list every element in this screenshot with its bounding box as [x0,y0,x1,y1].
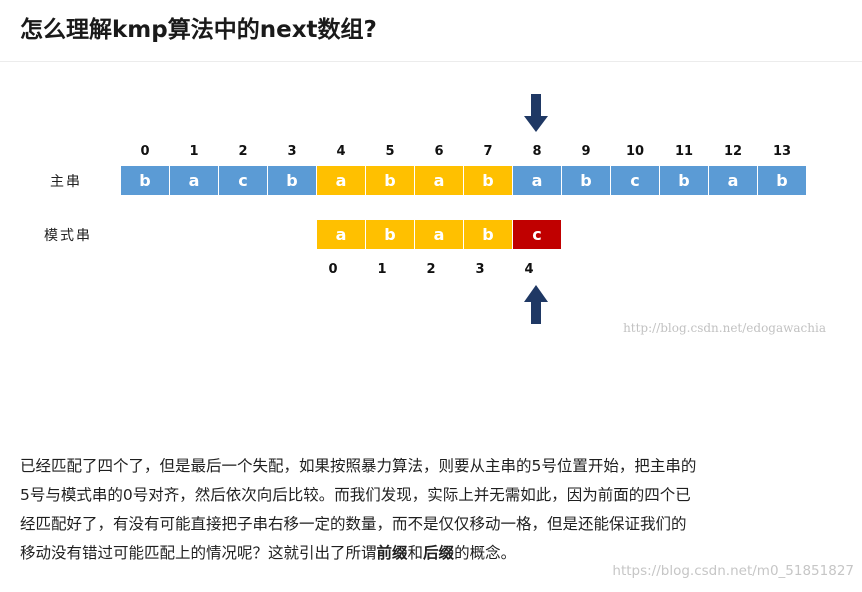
main-index-label: 6 [434,144,443,159]
main-index-label: 11 [675,144,693,159]
main-cell [660,166,708,195]
main-index-label: 9 [581,144,590,159]
main-index-label: 3 [287,144,296,159]
main-cell-char: b [776,171,787,190]
main-cell-char: a [189,171,200,190]
main-index-label: 1 [189,144,198,159]
figure-watermark: http://blog.csdn.net/edogawachia [623,321,826,335]
main-index-label: 4 [336,144,345,159]
main-cell-char: b [384,171,395,190]
main-cell-char: b [482,171,493,190]
pattern-index-label: 0 [328,262,337,277]
main-index-label: 7 [483,144,492,159]
main-cell [121,166,169,195]
pattern-cell [317,220,365,249]
main-cell-char: a [434,171,445,190]
main-cell-char: b [580,171,591,190]
paragraph-line-2: 5号与模式串的0号对齐，然后依次向后比较。而我们发现，实际上并无需如此，因为前面… [20,486,691,504]
main-cell-char: c [238,171,247,190]
pattern-string-label: 模式串 [44,228,92,244]
main-cell [758,166,806,195]
main-index-label: 2 [238,144,247,159]
main-cell [464,166,512,195]
pattern-index-label: 4 [524,262,533,277]
page-watermark: https://blog.csdn.net/m0_51851827 [612,563,854,579]
main-cell [366,166,414,195]
main-cell-char: a [532,171,543,190]
main-string-label: 主串 [50,174,82,190]
pattern-cell [513,220,561,249]
main-index-label: 0 [140,144,149,159]
paragraph-line-4-end: 的概念。 [454,544,517,562]
explanation-paragraph: 已经匹配了四个了，但是最后一个失配，如果按照暴力算法，则要从主串的5号位置开始，… [20,452,845,568]
article-title: 怎么理解kmp算法中的next数组? [20,17,377,43]
pattern-cell-char: b [384,225,395,244]
main-cell [513,166,561,195]
main-index-label: 13 [773,144,791,159]
main-cell-char: a [336,171,347,190]
pattern-cell-char: c [532,225,541,244]
pattern-cell [464,220,512,249]
main-index-label: 8 [532,144,541,159]
main-cell [268,166,316,195]
suffix-term: 后缀 [423,544,455,562]
main-cell [562,166,610,195]
paragraph-line-1: 已经匹配了四个了，但是最后一个失配，如果按照暴力算法，则要从主串的5号位置开始，… [20,457,697,475]
main-cell-char: a [728,171,739,190]
paragraph-line-3: 经匹配好了，有没有可能直接把子串右移一定的数量，而不是仅仅移动一格，但是还能保证… [20,515,687,533]
pattern-cell-char: b [482,225,493,244]
main-cell [170,166,218,195]
main-cell [219,166,267,195]
paragraph-line-4: 移动没有错过可能匹配上的情况呢？这就引出了所谓 [20,544,377,562]
main-cell [317,166,365,195]
pattern-cell [415,220,463,249]
main-index-label: 10 [626,144,644,159]
main-cell-char: b [139,171,150,190]
pattern-cell-char: a [336,225,347,244]
pattern-index-label: 3 [475,262,484,277]
main-index-label: 12 [724,144,742,159]
pattern-cell-char: a [434,225,445,244]
down-arrow-icon [524,94,548,132]
title-divider [0,61,862,62]
and-word: 和 [407,544,424,562]
up-arrow-icon [524,285,548,324]
main-cell-char: b [286,171,297,190]
main-cell-char: c [630,171,639,190]
main-index-label: 5 [385,144,394,159]
main-cell [611,166,659,195]
pattern-index-label: 2 [426,262,435,277]
pattern-index-label: 1 [377,262,386,277]
main-cell [709,166,757,195]
prefix-term: 前缀 [376,544,408,562]
main-cell [415,166,463,195]
main-cell-char: b [678,171,689,190]
pattern-cell [366,220,414,249]
